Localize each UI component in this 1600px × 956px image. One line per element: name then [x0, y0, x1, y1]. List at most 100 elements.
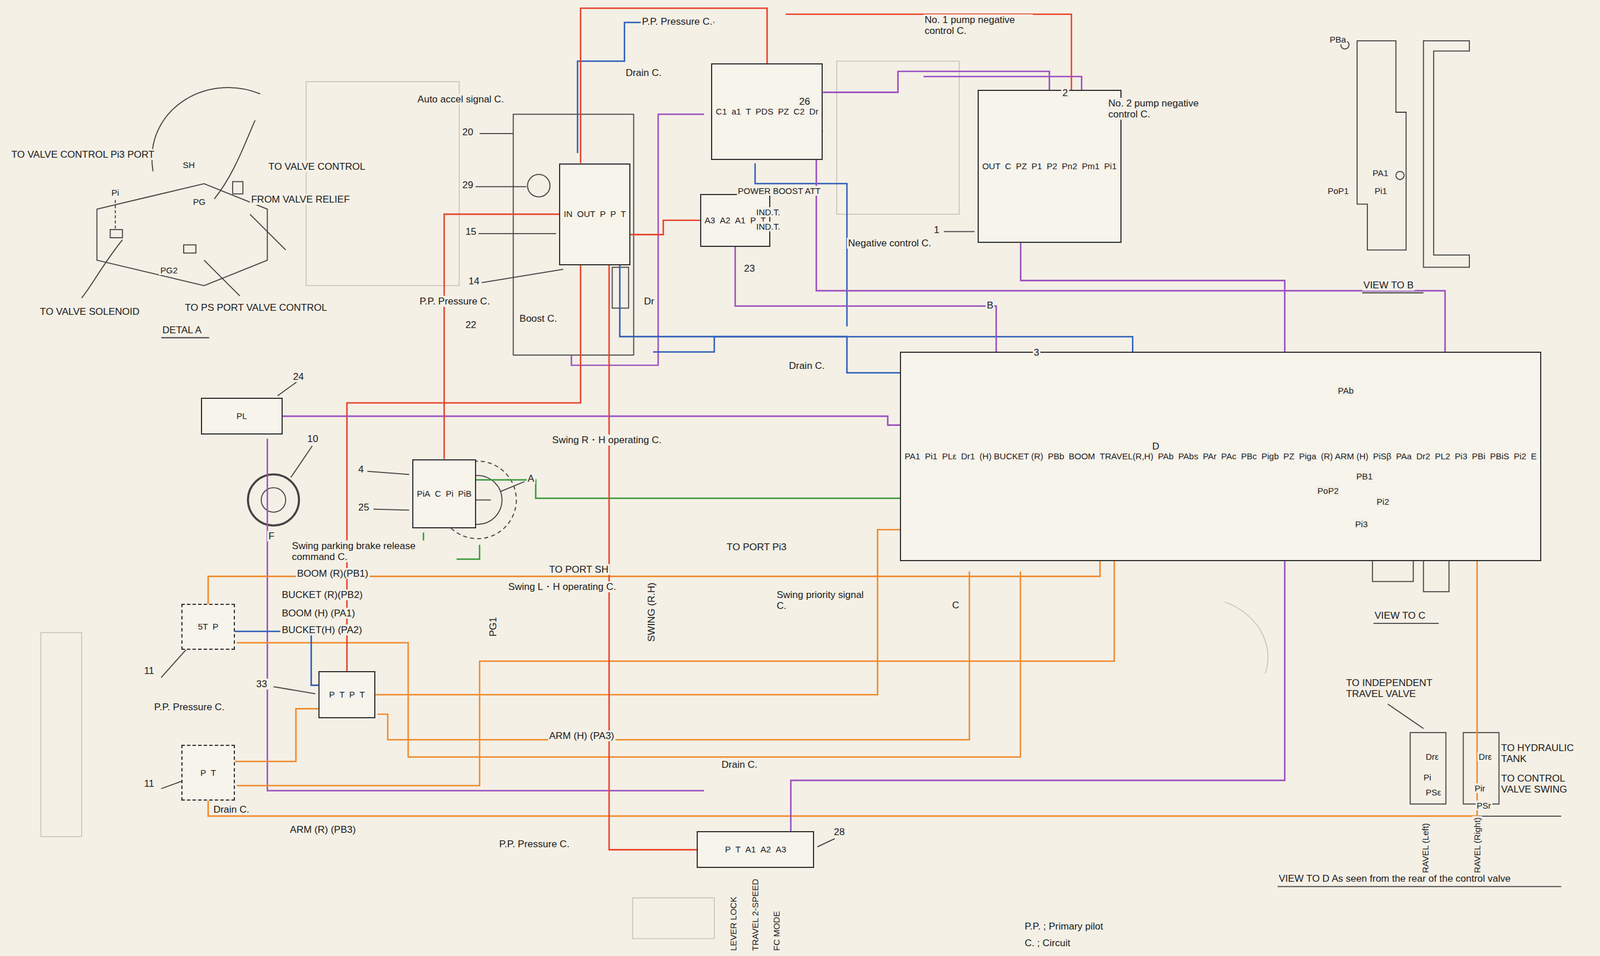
- pilot-line: [609, 265, 698, 851]
- callout-label: TO CONTROL VALVE SWING: [1499, 773, 1595, 796]
- pilot-valve: PT: [181, 745, 235, 801]
- callout-label: Boost C.: [518, 313, 558, 325]
- port-label: T: [745, 106, 751, 117]
- callout-label: 29: [461, 179, 475, 191]
- callout-label: TO PS PORT VALVE CONTROL: [183, 302, 329, 314]
- port-label: Pi1: [924, 451, 938, 462]
- port-label: Pi1: [1104, 161, 1117, 172]
- callout-label: DETAL A: [161, 324, 203, 336]
- callout-label: Swing parking brake release command C.: [290, 540, 457, 563]
- callout-label: 2: [1061, 87, 1069, 99]
- port-label: PL: [236, 411, 247, 422]
- port-label: PiB: [458, 488, 472, 500]
- callout-label: B: [985, 299, 995, 311]
- shuttle-valve: PTPT: [318, 671, 376, 719]
- callout-label: VIEW TO B: [1362, 279, 1415, 291]
- callout-label: 1: [932, 224, 941, 236]
- port-label: PLε: [941, 451, 957, 462]
- callout-label: BOOM (H) (PA1): [280, 607, 356, 619]
- pilot-line: [620, 265, 901, 374]
- port-label: PDS: [755, 106, 774, 117]
- callout-label: TO PORT Pi3: [725, 541, 788, 553]
- port-label: PAr: [1202, 451, 1217, 462]
- port-label: PAb: [1157, 451, 1174, 462]
- port-label: TRAVEL(R,H): [1099, 451, 1154, 462]
- callout-label: 33: [255, 678, 269, 690]
- port-label: Pm1: [1081, 161, 1100, 172]
- callout-label: FC MODE: [771, 909, 782, 952]
- port-label: P1: [1031, 161, 1043, 172]
- callout-label: 24: [291, 371, 306, 383]
- port-label: PA1: [904, 451, 921, 462]
- pilot-line: [234, 708, 319, 762]
- callout-label: TO VALVE CONTROL: [267, 161, 367, 173]
- callout-label: TO VALVE CONTROL Pi3 PORT: [10, 149, 156, 161]
- callout-label: P.P. Pressure C.: [418, 295, 492, 307]
- port-label: P: [328, 689, 335, 701]
- port-label: A1: [745, 844, 756, 855]
- port-label: A3: [775, 844, 786, 855]
- callout-label: A: [526, 473, 536, 485]
- callout-label: TO INDEPENDENT TRAVEL VALVE: [1344, 677, 1460, 700]
- callout-label: PG2: [158, 265, 179, 276]
- callout-label: VIEW TO D As seen from the rear of the c…: [1277, 873, 1512, 885]
- port-label: PBc: [1240, 451, 1257, 462]
- port-label: Pi2: [1513, 451, 1527, 462]
- callout-label: Swing L・H operating C.: [507, 581, 618, 593]
- callout-label: TRAVEL (Left): [1420, 822, 1431, 880]
- port-label: C: [1005, 161, 1012, 172]
- port-label: PBi: [1472, 451, 1486, 462]
- callout-label: Pir: [1473, 783, 1487, 794]
- callout-label: Drain C.: [720, 759, 759, 771]
- callout-label: Pi2: [1375, 496, 1391, 507]
- callout-label: F: [267, 530, 276, 542]
- callout-label: D: [1150, 441, 1161, 452]
- control-valve: PA1Pi1PLεDr1(H) BUCKET (R)PBbBOOMTRAVEL(…: [899, 351, 1542, 561]
- callout-label: PoP2: [1316, 485, 1340, 496]
- callout-label: TRAVEL 2-SPEED: [750, 878, 760, 953]
- callout-label: Pi3: [1354, 519, 1370, 530]
- solenoid-valve-block: PTA1A2A3: [696, 831, 815, 869]
- port-label: T: [359, 689, 366, 701]
- callout-label: P.P. Pressure C.: [498, 838, 571, 850]
- callout-label: PBa: [1328, 34, 1348, 45]
- port-label: A3: [704, 215, 716, 226]
- port-label: Dr1: [960, 451, 975, 462]
- pilot-line: [347, 265, 581, 672]
- port-label: Pigb: [1261, 451, 1279, 462]
- callout-label: Drε: [1424, 751, 1440, 762]
- pump-valve-unit: INOUTPPT: [559, 163, 631, 266]
- port-label: Piga: [1298, 451, 1317, 462]
- callout-label: ARM (R) (PB3): [289, 824, 357, 836]
- port-label: A2: [760, 844, 771, 855]
- callout-label: 11: [142, 778, 156, 790]
- port-label: PBb: [1047, 451, 1064, 462]
- callout-label: TRAVEL (Right): [1472, 816, 1482, 880]
- callout-label: PG: [191, 196, 207, 207]
- port-label: T: [620, 208, 626, 220]
- pilot-line: [1020, 242, 1286, 353]
- callout-label: 28: [832, 826, 846, 838]
- callout-label: P.P. Pressure C.: [640, 16, 714, 28]
- port-label: P: [599, 208, 606, 220]
- callout-label: 20: [461, 126, 475, 138]
- port-label: C: [434, 488, 442, 500]
- callout-label: 26: [797, 96, 812, 108]
- port-label: T: [735, 844, 741, 855]
- callout-label: POWER BOOST ATT: [736, 185, 823, 196]
- port-label: P2: [1046, 161, 1058, 172]
- pilot-line: [282, 416, 900, 425]
- solenoid-valve-block: A3A2A1PT: [700, 194, 771, 247]
- callout-label: Pi: [109, 187, 120, 198]
- pump-regulator: OUTCPZP1P2Pn2Pm1Pi1: [977, 89, 1122, 243]
- callout-label: 14: [467, 275, 481, 287]
- port-label: a1: [731, 106, 741, 117]
- port-label: PAbs: [1177, 451, 1199, 462]
- callout-label: TO HYDRAULIC TANK: [1499, 742, 1592, 765]
- port-label: T: [210, 768, 216, 779]
- callout-label: 4: [356, 464, 365, 475]
- callout-label: 3: [1032, 347, 1041, 359]
- callout-label: VIEW TO C: [1373, 610, 1427, 622]
- port-label: (R) ARM (H): [1320, 451, 1369, 462]
- callout-label: PSε: [1424, 787, 1443, 798]
